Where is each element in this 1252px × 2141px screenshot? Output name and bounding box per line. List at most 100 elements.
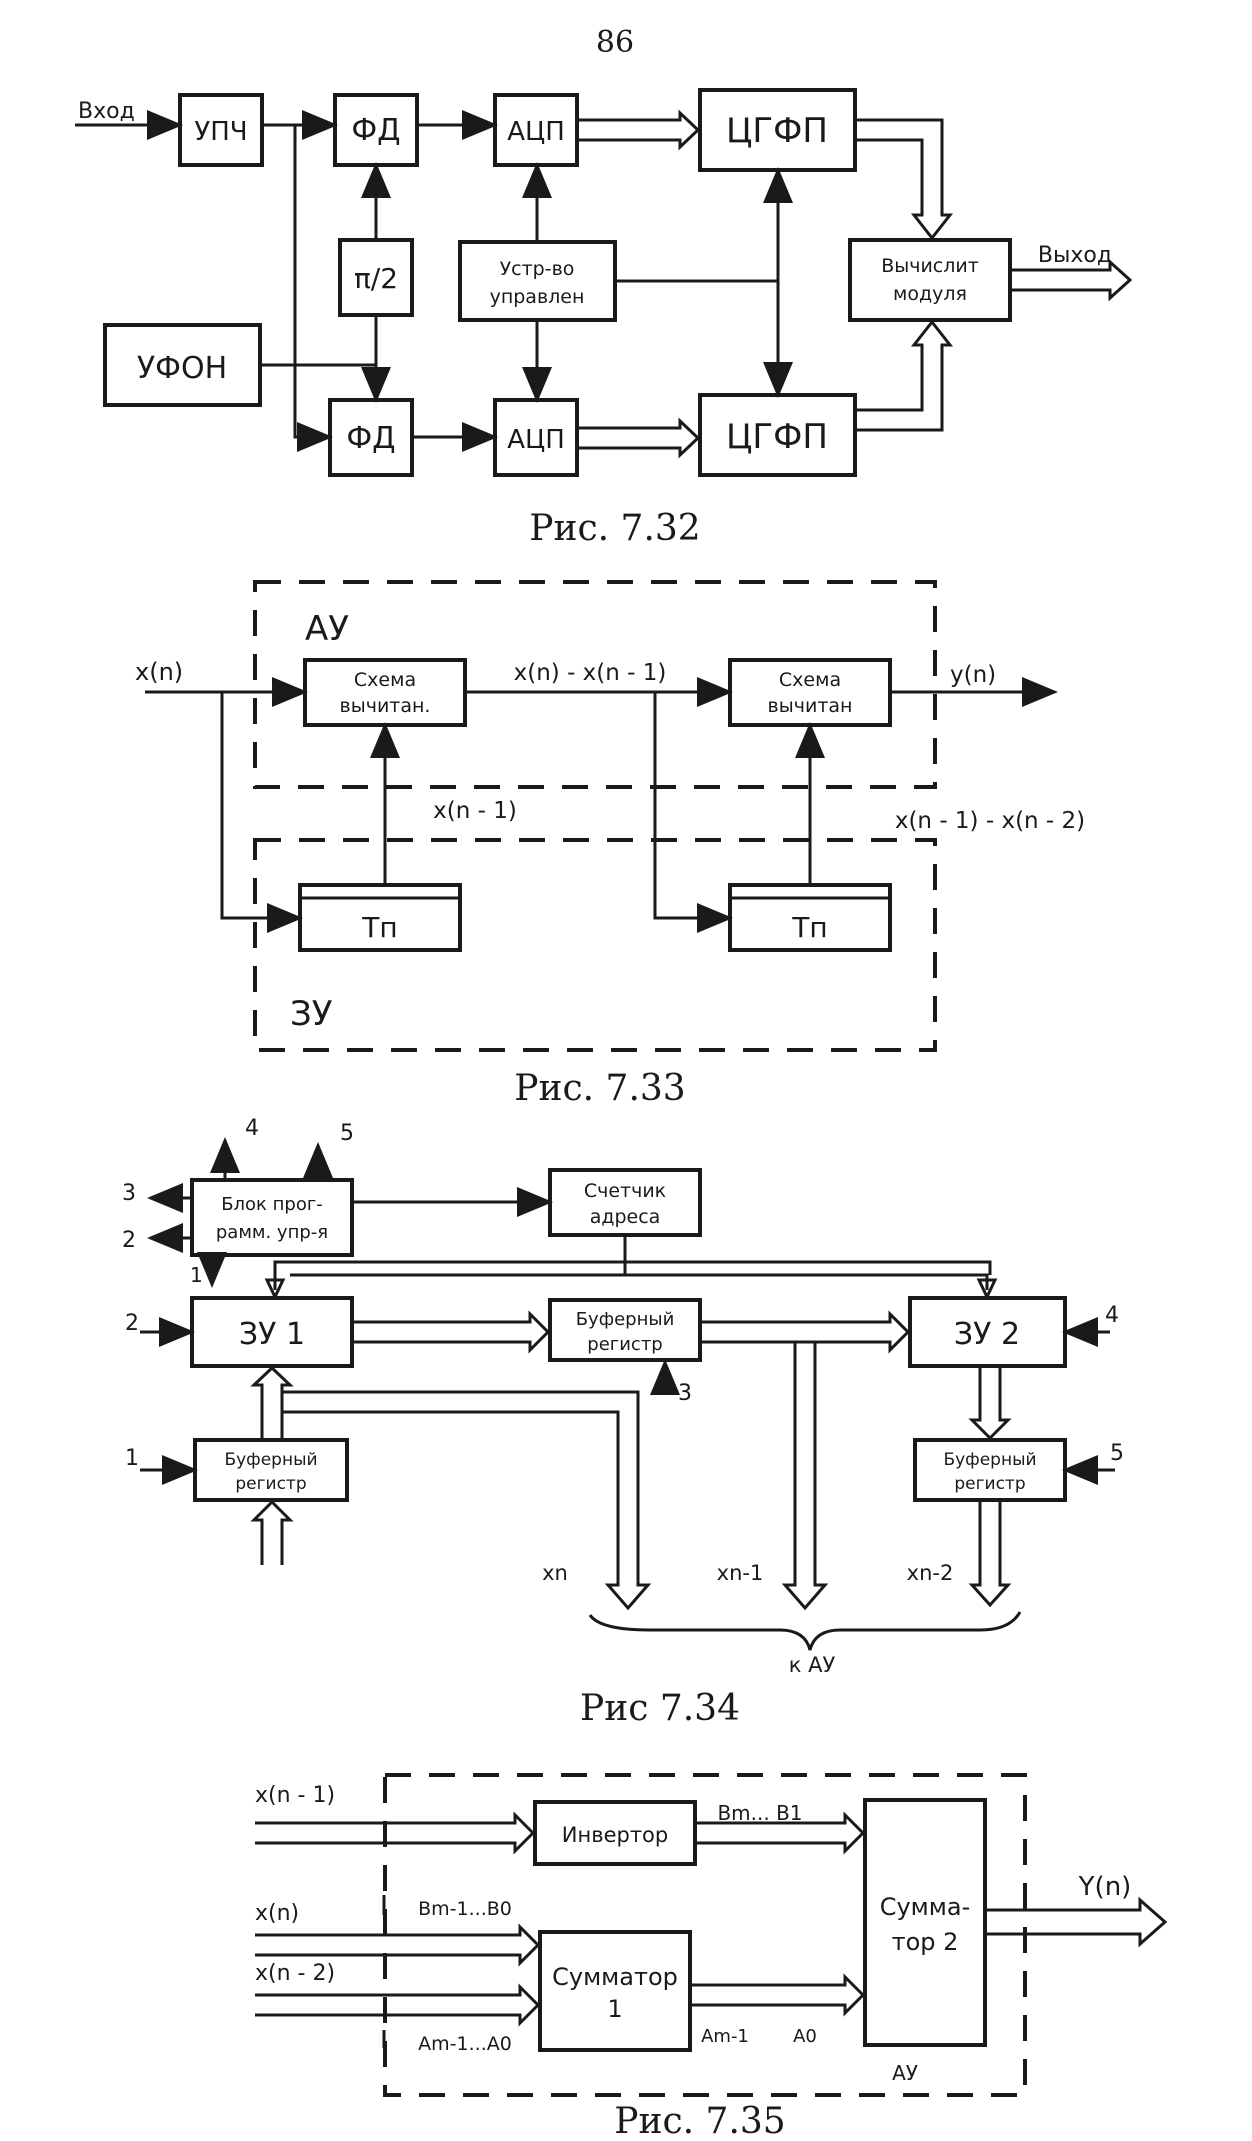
am-a-label: Am-1 <box>701 2026 749 2047</box>
subtractor-2-label-1: Схема <box>779 669 841 691</box>
pi2-label: π/2 <box>354 262 398 295</box>
figure-7-32: Вход УПЧ ФД АЦП ЦГФП π/2 Устр-во управле… <box>75 88 1133 549</box>
adc-bottom-bus <box>575 417 701 459</box>
counter-label-1: Счетчик <box>584 1180 666 1202</box>
summator-1-label-2: 1 <box>607 1995 622 2023</box>
ufon-label: УФОН <box>137 351 227 386</box>
bm-b1-label: Bm... B1 <box>717 1801 802 1825</box>
buffer-mid-block <box>548 1298 702 1362</box>
buffer-right-block <box>913 1438 1067 1502</box>
xn1-bus <box>781 1342 829 1611</box>
zu2-to-buffer-right-bus <box>968 1366 1012 1441</box>
buffer-left-to-zu1-bus <box>250 1365 294 1440</box>
inverter-label: Инвертор <box>562 1823 668 1847</box>
subtractor-1-label-2: вычитан. <box>340 695 431 717</box>
adc-top-label: АЦП <box>507 117 565 147</box>
ufon-block <box>103 323 262 407</box>
inverter-block <box>533 1800 697 1866</box>
signal-3-label: 3 <box>122 1181 136 1206</box>
to-au-brace <box>588 1611 1022 1651</box>
fd-bottom-block <box>328 398 414 477</box>
xn2-bus <box>968 1500 1012 1608</box>
address-bus <box>273 1235 992 1290</box>
cgfp-top-to-calc-bus <box>853 118 954 241</box>
signal-4-label: 4 <box>245 1116 259 1141</box>
program-label-1: Блок прог- <box>221 1194 323 1215</box>
au-label-735: АУ <box>892 2061 918 2085</box>
buffer-mid-input-3: 3 <box>678 1381 692 1406</box>
zu1-to-buffer-bus <box>350 1310 551 1354</box>
page-number: 86 <box>596 25 634 60</box>
buffer-mid-label-2: регистр <box>587 1334 662 1355</box>
buffer-mid-label-1: Буферный <box>576 1309 675 1330</box>
output-label: Выход <box>1038 243 1112 268</box>
output-y-n: Y(n) <box>1078 1872 1132 1902</box>
zu2-label: ЗУ 2 <box>954 1317 1020 1352</box>
control-label-2: управлен <box>490 286 585 308</box>
calc-label-2: модуля <box>893 283 967 305</box>
buffer-left-label-2: регистр <box>235 1474 306 1494</box>
signal-1-label: 1 <box>190 1263 203 1287</box>
summator-1-block <box>538 1930 692 2052</box>
output-bus-735 <box>983 1896 1168 1948</box>
summator-2-block <box>863 1798 987 2047</box>
figure-7-33: АУ ЗУ Схема вычитан. Схема вычитан Tп Tп… <box>135 580 1085 1109</box>
caption-7-34: Рис 7.34 <box>580 1688 740 1729</box>
sum1-to-sum2-bus <box>688 1973 866 2017</box>
cgfp-bottom-label: ЦГФП <box>726 417 828 457</box>
zu2-input-4: 4 <box>1105 1303 1119 1328</box>
input-label: Вход <box>78 99 135 124</box>
caption-7-35: Рис. 7.35 <box>614 2101 785 2141</box>
upch-label: УПЧ <box>194 117 247 147</box>
input-x-n-1: x(n - 1) <box>255 1783 335 1808</box>
au-label: АУ <box>305 609 349 649</box>
diff-1-label: x(n) - x(n - 1) <box>514 660 667 686</box>
x-n-bus <box>255 1923 541 1967</box>
subtractor-2-label-2: вычитан <box>768 695 853 717</box>
adc-bottom-label: АЦП <box>507 425 565 455</box>
buffer-left-input-bus <box>250 1499 294 1565</box>
calc-label-1: Вычислит <box>881 255 979 277</box>
delay-1-label: Tп <box>361 911 397 944</box>
adc-top-bus <box>575 109 701 151</box>
diff-2-label: x(n - 1) - x(n - 2) <box>895 808 1085 834</box>
am-b-label: A0 <box>793 2026 817 2047</box>
zu-label: ЗУ <box>290 994 333 1034</box>
figure-7-34: Блок прог- рамм. упр-я Счетчик адреса ЗУ… <box>122 1116 1124 1729</box>
xn-label: xn <box>542 1561 568 1585</box>
delay-2-label: Tп <box>791 911 827 944</box>
delay-out-label: x(n - 1) <box>433 798 517 824</box>
cgfp-bottom-to-calc-bus <box>853 319 954 432</box>
ufon-to-pi2 <box>260 315 378 367</box>
cgfp-top-label: ЦГФП <box>726 111 828 151</box>
xn1-label: xn-1 <box>717 1561 764 1585</box>
summator-1-label-1: Сумматор <box>552 1963 678 1991</box>
buffer-right-label-2: регистр <box>954 1474 1025 1494</box>
zu-region <box>253 838 937 1052</box>
buffer-to-zu2-bus <box>698 1310 911 1354</box>
fd-top-label: ФД <box>351 113 400 148</box>
buffer-left-input-1: 1 <box>125 1446 139 1471</box>
subtractor-1-label-1: Схема <box>354 669 416 691</box>
program-control-block <box>190 1178 354 1257</box>
counter-label-2: адреса <box>590 1206 661 1228</box>
signal-5-label: 5 <box>340 1121 354 1146</box>
output-bus <box>1008 258 1133 302</box>
buffer-left-label-1: Буферный <box>224 1450 317 1470</box>
zu1-input-2: 2 <box>125 1311 139 1336</box>
xn-bus <box>282 1390 652 1611</box>
upch-to-fd-bottom <box>293 125 333 452</box>
input-x-n: x(n) <box>135 658 183 686</box>
input-x-n: x(n) <box>255 1901 299 1926</box>
caption-7-32: Рис. 7.32 <box>529 508 700 549</box>
input-x-n-2: x(n - 2) <box>255 1961 335 1986</box>
zu1-label: ЗУ 1 <box>239 1317 305 1352</box>
buffer-right-input-5: 5 <box>1110 1441 1124 1466</box>
control-block <box>458 240 617 322</box>
signal-2-label: 2 <box>122 1228 136 1253</box>
program-label-2: рамм. упр-я <box>216 1222 328 1243</box>
address-counter-block <box>548 1168 702 1237</box>
buffer-right-label-1: Буферный <box>943 1450 1036 1470</box>
diff-to-delay-2 <box>653 692 733 933</box>
